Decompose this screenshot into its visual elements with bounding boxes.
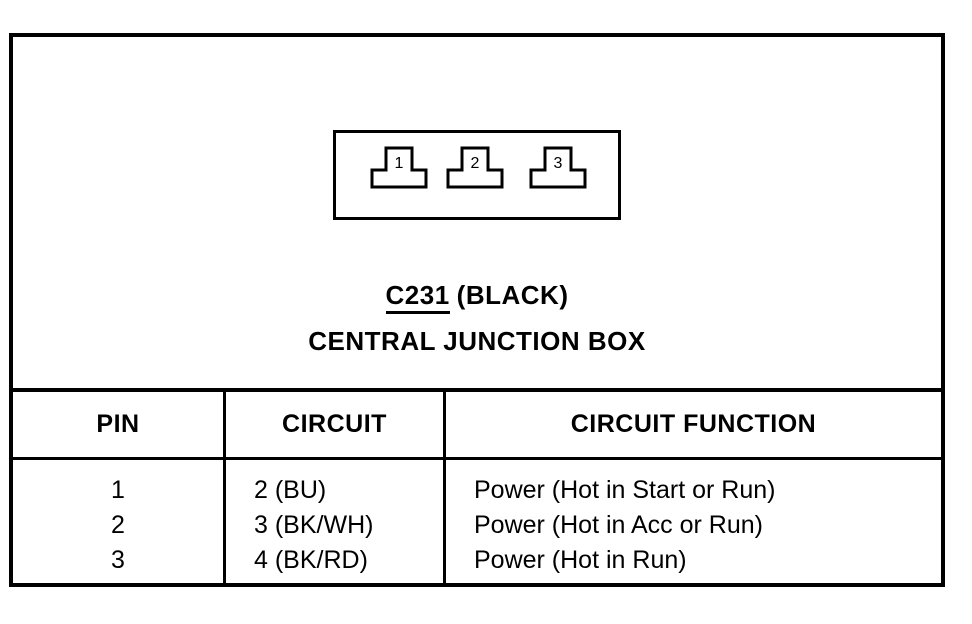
pin-value: 2	[111, 511, 125, 539]
circuit-function-value: Power (Hot in Run)	[474, 546, 687, 574]
pin-2-terminal-icon	[446, 146, 504, 189]
circuit-value: 3 (BK/WH)	[254, 511, 374, 539]
pin-value: 3	[111, 546, 125, 574]
circuit-function-value: Power (Hot in Acc or Run)	[474, 511, 763, 539]
pin-2-number: 2	[471, 155, 480, 172]
connector-code: C231	[385, 280, 450, 314]
diagram-frame: 1 2 3 C231(BLACK) CENTRAL JUNCTION BOX P…	[9, 33, 945, 587]
pin-column: 1 2 3	[13, 460, 223, 583]
circuit-function-column: Power (Hot in Start or Run) Power (Hot i…	[443, 460, 941, 583]
circuit-column: 2 (BU) 3 (BK/WH) 4 (BK/RD)	[223, 460, 443, 583]
connector-captions: C231(BLACK) CENTRAL JUNCTION BOX	[308, 280, 645, 356]
header-circuit-function: CIRCUIT FUNCTION	[443, 392, 941, 457]
pin-3-terminal-icon	[529, 146, 587, 189]
pin-1-terminal-icon	[370, 146, 428, 189]
circuit-value: 4 (BK/RD)	[254, 546, 368, 574]
pin-3-number: 3	[554, 155, 563, 172]
header-circuit: CIRCUIT	[223, 392, 443, 457]
connector-color-label: (BLACK)	[456, 280, 569, 310]
pin-value: 1	[111, 476, 125, 504]
circuit-value: 2 (BU)	[254, 476, 327, 504]
header-pin: PIN	[96, 410, 140, 438]
connector-face-icon: 1 2 3	[333, 130, 621, 220]
connector-section: 1 2 3 C231(BLACK) CENTRAL JUNCTION BOX	[13, 37, 941, 388]
pin-1-number: 1	[395, 155, 404, 172]
circuit-function-value: Power (Hot in Start or Run)	[474, 476, 776, 504]
connector-subtitle: CENTRAL JUNCTION BOX	[308, 326, 646, 356]
connector-title: C231(BLACK)	[308, 280, 645, 314]
pinout-table-header-row: PIN CIRCUIT CIRCUIT FUNCTION	[13, 388, 941, 460]
pinout-table-body: 1 2 3 2 (BU) 3 (BK/WH) 4 (BK/RD) Power (…	[13, 460, 941, 583]
